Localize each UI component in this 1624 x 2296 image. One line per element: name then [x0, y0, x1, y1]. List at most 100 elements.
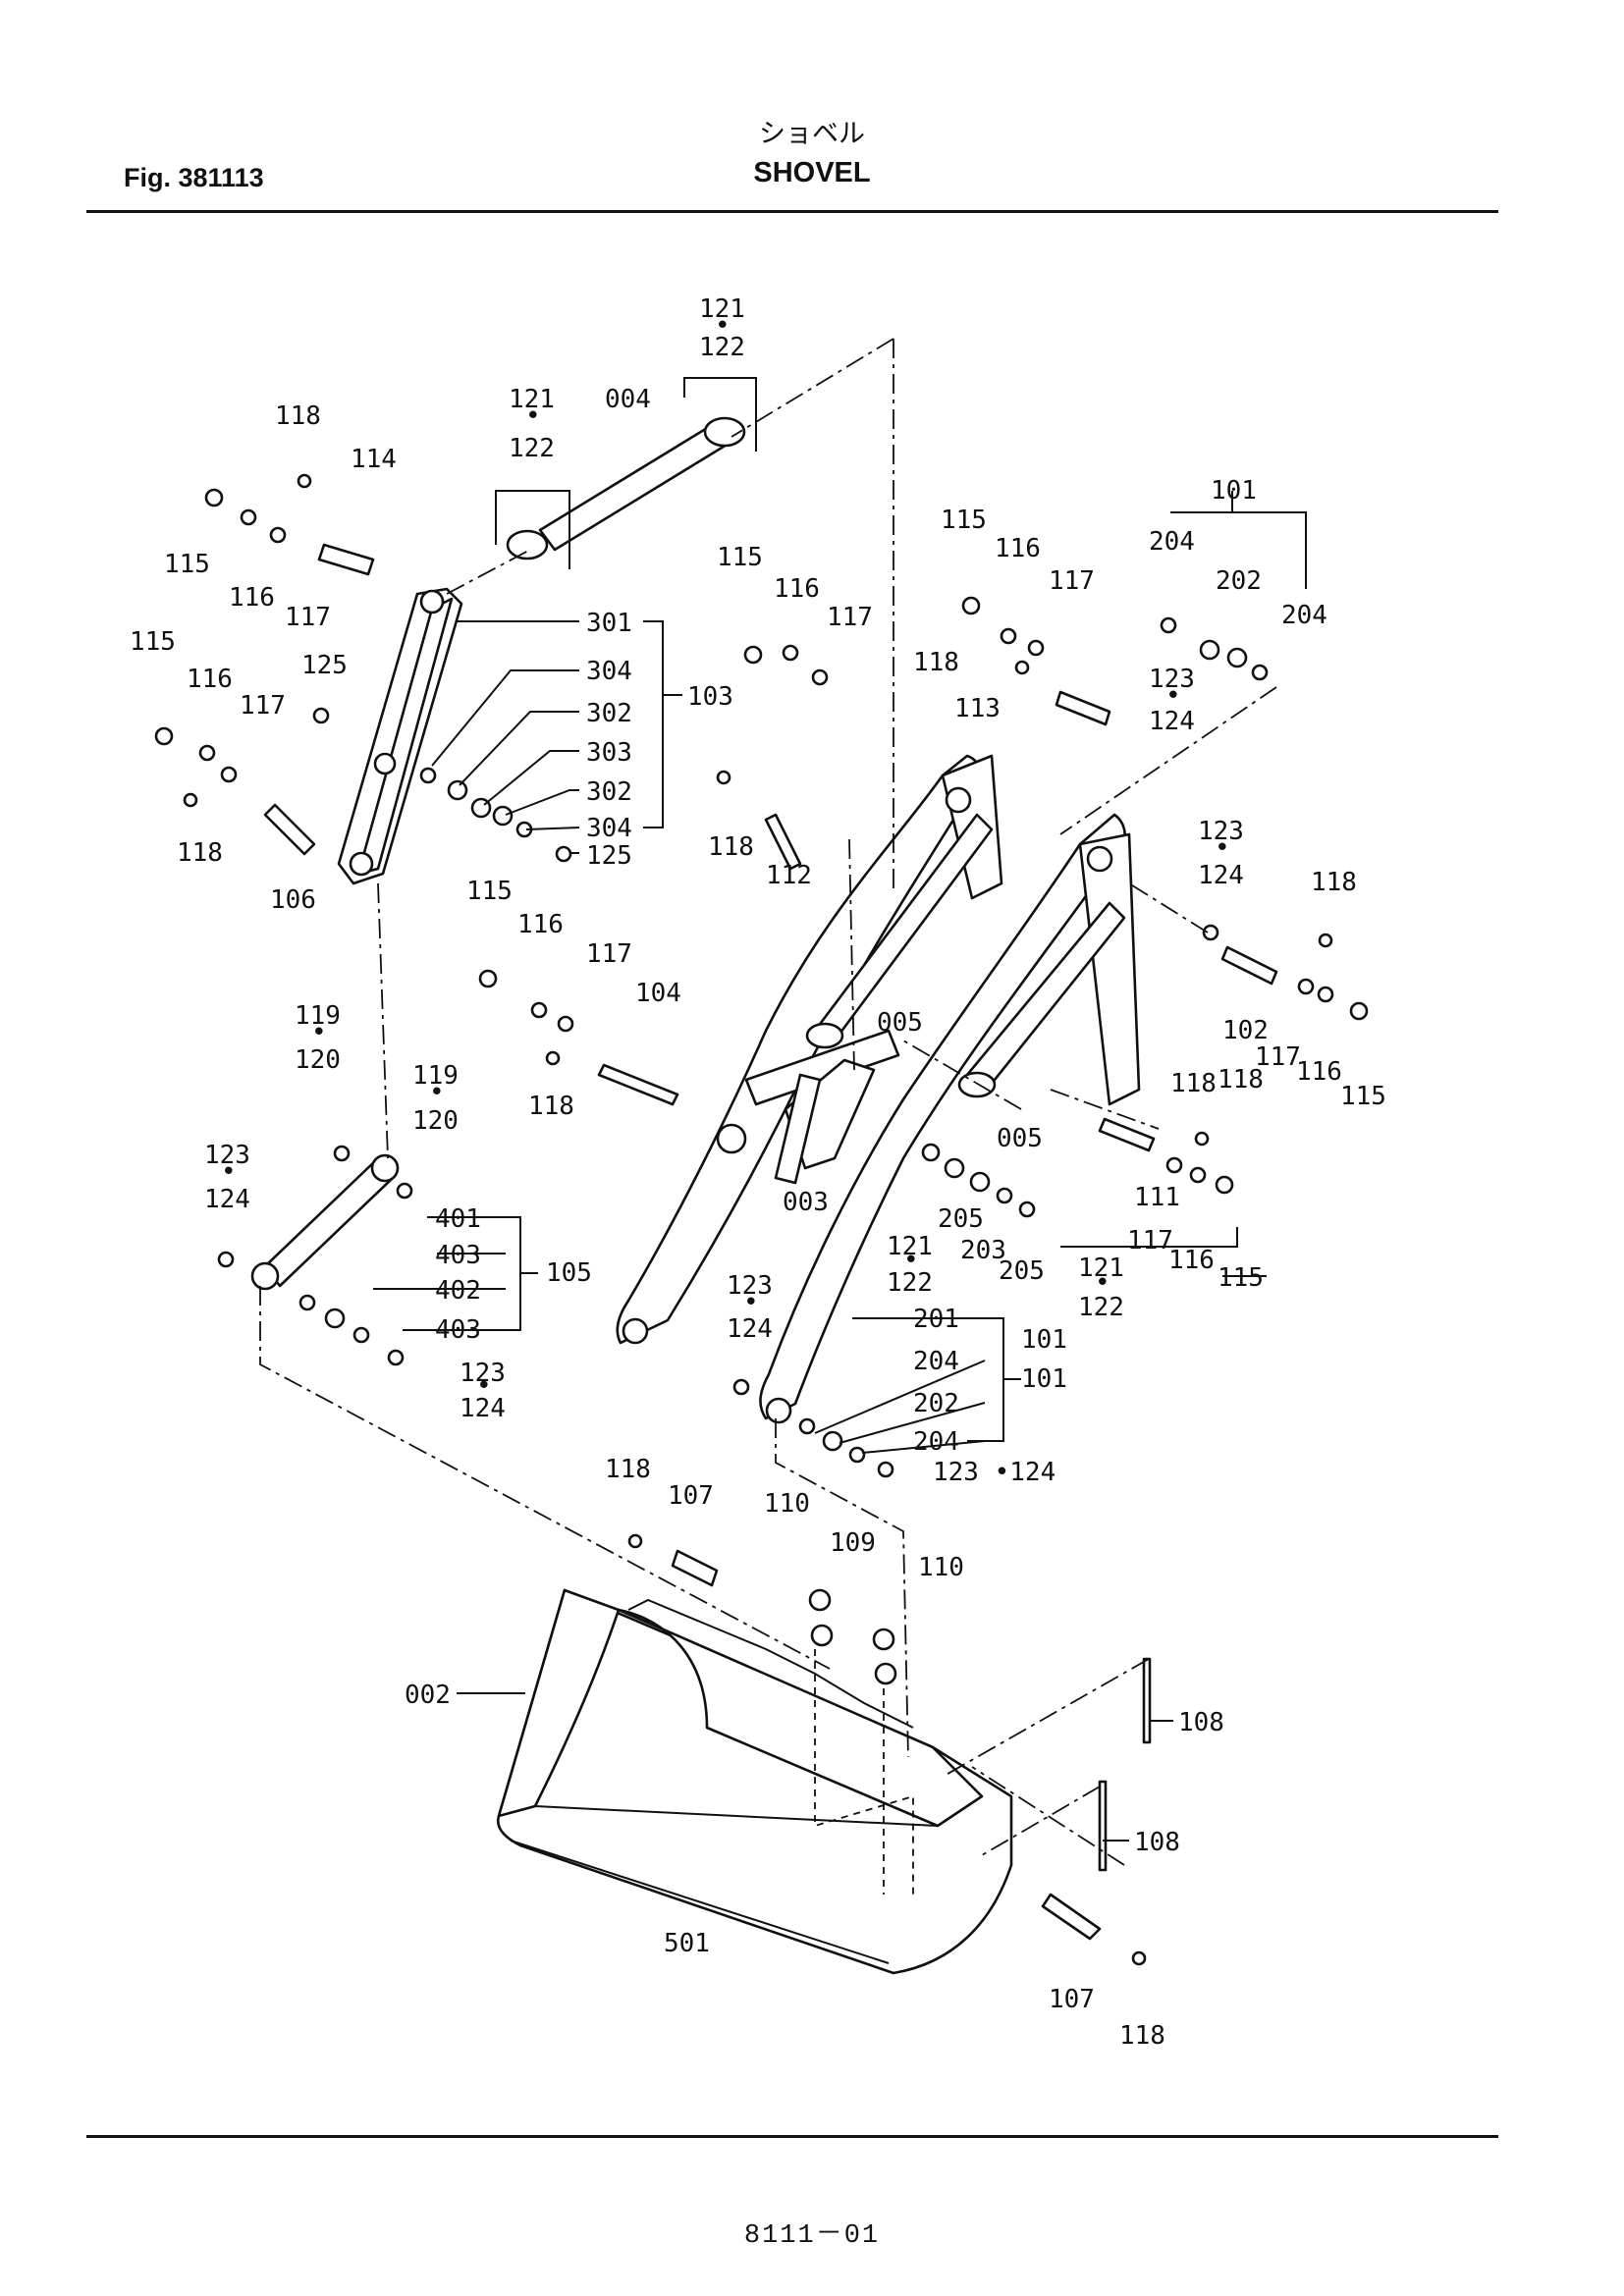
callout-115: 115: [130, 627, 176, 657]
callout-115: 115: [941, 506, 987, 535]
callout-122: 122: [509, 434, 555, 463]
callout-119: 119: [295, 1001, 341, 1031]
callout-116: 116: [517, 910, 564, 939]
callout-116: 116: [774, 574, 820, 604]
callout-116: 116: [1296, 1057, 1342, 1087]
callout-121: 121: [509, 385, 555, 414]
callout-120: 120: [412, 1106, 459, 1136]
lift-arm-assembly: [616, 754, 1141, 1424]
callout-304: 304: [586, 814, 632, 843]
callout-102: 102: [1222, 1016, 1269, 1045]
page-number: 8111－01: [743, 2221, 881, 2251]
callout-dot: •: [1095, 1268, 1110, 1298]
callout-116: 116: [1168, 1246, 1215, 1275]
callout-101: 101: [1211, 476, 1257, 506]
callout-205: 205: [938, 1204, 984, 1234]
callout-108: 108: [1134, 1828, 1180, 1857]
callout-115: 115: [1340, 1082, 1386, 1111]
footer-rule: [86, 2135, 1498, 2138]
callout-101: 101: [1021, 1364, 1067, 1394]
callout-121: 121: [699, 294, 745, 324]
callout-dot: •: [1165, 681, 1181, 711]
callout-123: 123: [204, 1141, 250, 1170]
tilt-rod-004: [506, 416, 746, 561]
callout-117: 117: [1255, 1042, 1301, 1072]
callout-123: 123: [460, 1359, 506, 1388]
callout-118: 118: [275, 401, 321, 431]
callout-005: 005: [877, 1008, 923, 1038]
callout-101: 101: [1021, 1325, 1067, 1355]
callout-116: 116: [229, 583, 275, 613]
callout-204: 204: [913, 1347, 959, 1376]
callout-116: 116: [995, 534, 1041, 563]
callout-118: 118: [1218, 1065, 1264, 1095]
callout-121: 121: [887, 1232, 933, 1261]
title-japanese: ショベル: [759, 119, 865, 149]
callout-124: 124: [460, 1394, 506, 1423]
callout-115: 115: [717, 543, 763, 572]
callout-203: 203: [960, 1236, 1006, 1265]
callout-118: 118: [528, 1092, 574, 1121]
callout-124: 124: [1198, 861, 1244, 890]
callout-124: 124: [204, 1185, 250, 1214]
callout-117: 117: [1049, 566, 1095, 596]
callout-119: 119: [412, 1061, 459, 1091]
callout-121: 121: [1078, 1254, 1124, 1283]
callout-108: 108: [1178, 1708, 1224, 1737]
callout-125: 125: [301, 651, 348, 680]
callout-204: 204: [913, 1427, 959, 1457]
callout-003: 003: [783, 1188, 829, 1217]
callout-301: 301: [586, 609, 632, 638]
figure-number: Fig. 381113: [124, 163, 264, 192]
callout-dot: •: [743, 1288, 759, 1317]
callout-125: 125: [586, 841, 632, 871]
callout-dot: •: [525, 401, 541, 431]
callout-403: 403: [435, 1315, 481, 1345]
callout-110: 110: [918, 1553, 964, 1582]
bucket-002: [496, 1588, 1013, 1975]
callout-124: 124: [727, 1314, 773, 1344]
callout-122: 122: [887, 1268, 933, 1298]
callout-118: 118: [708, 832, 754, 862]
hardware-small-parts: [154, 473, 1369, 1966]
callout-123: 123: [727, 1271, 773, 1301]
callout-107: 107: [668, 1481, 714, 1511]
callout-117: 117: [1127, 1226, 1173, 1255]
callout-303: 303: [586, 738, 632, 768]
callout-201: 201: [913, 1305, 959, 1334]
callout-115: 115: [164, 550, 210, 579]
callout-302: 302: [586, 699, 632, 728]
callout-302: 302: [586, 777, 632, 807]
callout-118: 118: [1170, 1069, 1217, 1098]
callout-labels: 121 • 122 121 • 122 004 118 114 115 116 …: [130, 294, 1386, 2051]
callout-110: 110: [764, 1489, 810, 1519]
callout-118: 118: [605, 1455, 651, 1484]
callout-122: 122: [699, 333, 745, 362]
callout-115: 115: [1218, 1263, 1264, 1293]
callout-202: 202: [1216, 566, 1262, 596]
leader-lines: [259, 338, 1307, 1895]
callout-205: 205: [999, 1256, 1045, 1286]
callout-116: 116: [187, 665, 233, 694]
callout-501: 501: [664, 1929, 710, 1958]
page-title: SHOVEL: [753, 157, 871, 188]
callout-117: 117: [586, 939, 632, 969]
callout-402: 402: [435, 1276, 481, 1306]
callout-122: 122: [1078, 1293, 1124, 1322]
callout-103: 103: [687, 682, 733, 712]
callout-117: 117: [240, 691, 286, 721]
callout-109: 109: [830, 1528, 876, 1558]
callout-dot: •: [1215, 833, 1230, 863]
callout-117: 117: [285, 603, 331, 632]
callout-105: 105: [546, 1258, 592, 1288]
callout-118: 118: [1311, 868, 1357, 897]
callout-123: 123: [1198, 817, 1244, 846]
callout-dot: •: [903, 1246, 919, 1275]
callout-dot: •: [476, 1371, 492, 1401]
callout-118: 118: [177, 838, 223, 868]
callout-124: 124: [1149, 707, 1195, 736]
callout-112: 112: [766, 861, 812, 890]
callout-118: 118: [1119, 2021, 1165, 2051]
callout-113: 113: [954, 694, 1001, 723]
